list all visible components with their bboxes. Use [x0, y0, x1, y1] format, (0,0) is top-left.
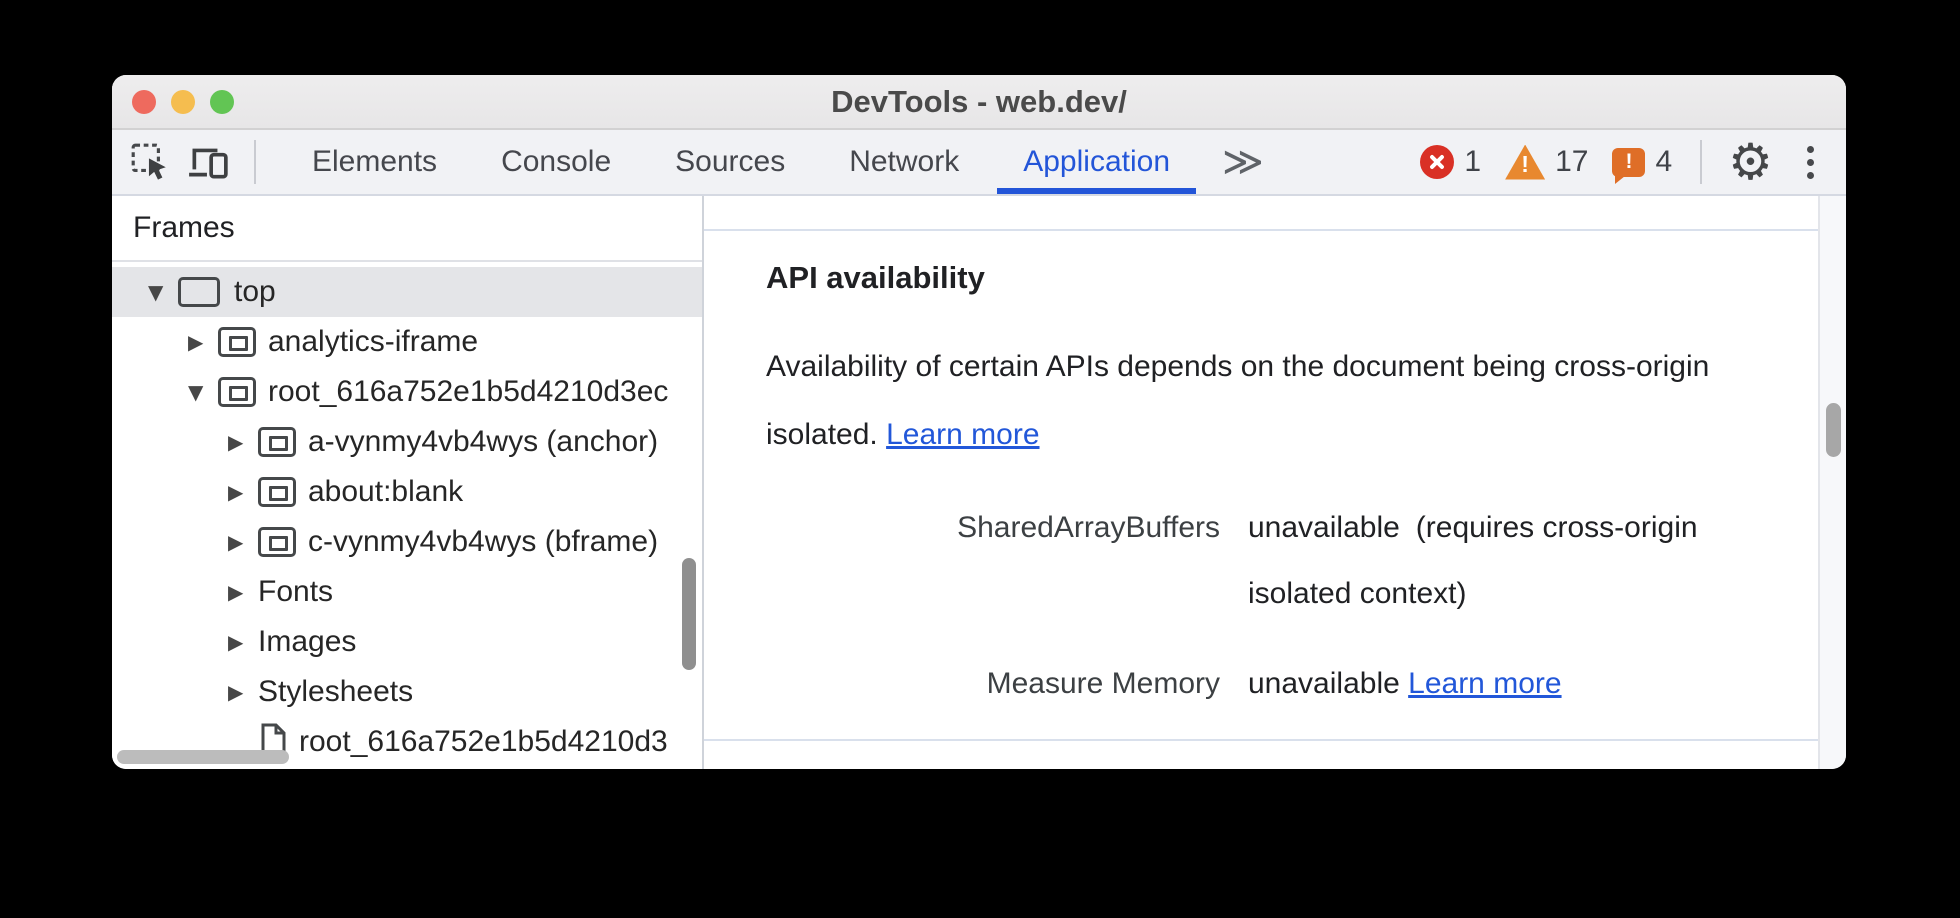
- issue-count: 4: [1655, 145, 1673, 178]
- report-row-value: unavailable Learn more: [1248, 651, 1738, 717]
- report-row-measure-memory: Measure Memory unavailable Learn more: [766, 651, 1788, 717]
- issues-icon: !: [1612, 147, 1646, 184]
- frame-tree-item-images[interactable]: ▶ Images: [112, 617, 702, 667]
- frame-tree-item-about-blank[interactable]: ▶ about:blank: [112, 467, 702, 517]
- warning-badge[interactable]: ! 17: [1505, 144, 1589, 180]
- traffic-lights: [132, 75, 234, 128]
- titlebar: DevTools - web.dev/: [112, 75, 1846, 130]
- frame-tree-item-root-616a752e1b5d4210d3[interactable]: root_616a752e1b5d4210d3: [112, 717, 702, 767]
- tab-sources[interactable]: Sources: [675, 145, 786, 178]
- availability-status: unavailable: [1248, 511, 1400, 544]
- expand-arrow-icon[interactable]: ▶: [188, 330, 204, 354]
- frame-tree-item-analytics-iframe[interactable]: ▶ analytics-iframe: [112, 317, 702, 367]
- frame-tree-item-label: about:blank: [308, 475, 464, 508]
- sidebar-horizontal-scrollbar[interactable]: [117, 750, 289, 764]
- tab-network[interactable]: Network: [849, 145, 960, 178]
- frame-tree: ▼ top ▶ analytics-iframe ▼ root_616a752e1b5d4…: [112, 262, 702, 767]
- frame-tree-item-label: Stylesheets: [258, 675, 414, 708]
- frame-tree-item-top[interactable]: ▼ top: [112, 267, 702, 317]
- section-top-divider: [704, 229, 1818, 231]
- expand-arrow-icon[interactable]: ▶: [228, 480, 244, 504]
- iframe-icon: [218, 377, 256, 407]
- frame-tree-item-label: top: [234, 275, 276, 308]
- issues-badge[interactable]: ! 4: [1612, 145, 1673, 184]
- close-window-button[interactable]: [132, 89, 156, 114]
- tab-application[interactable]: Application: [991, 130, 1202, 194]
- toolbar-separator-2: [1700, 140, 1703, 184]
- frame-tree-item-label: root_616a752e1b5d4210d3: [299, 725, 668, 758]
- learn-more-link[interactable]: Learn more: [1408, 667, 1562, 700]
- minimize-window-button[interactable]: [171, 89, 195, 114]
- report-description: Availability of certain APIs depends on …: [766, 333, 1806, 469]
- inspect-element-icon[interactable]: [128, 130, 172, 194]
- more-tabs-button[interactable]: ≫: [1222, 139, 1264, 185]
- frame-tree-item-stylesheets[interactable]: ▶ Stylesheets: [112, 667, 702, 717]
- expand-arrow-icon[interactable]: ▶: [228, 580, 244, 604]
- availability-note: (requires cross-origin isolated context): [1248, 511, 1698, 610]
- frame-tree-item-c-vynmy4vb4wys-bframe[interactable]: ▶ c-vynmy4vb4wys (bframe): [112, 517, 702, 567]
- status-cluster: 1 ! 17 ! 4 ⚙: [1420, 130, 1846, 194]
- section-bottom-divider: [704, 739, 1818, 741]
- devtools-main: Frames ▼ top ▶ analytics-iframe ▼ root_616a75…: [112, 196, 1846, 769]
- more-options-icon[interactable]: [1801, 140, 1820, 185]
- device-toolbar-icon[interactable]: [186, 130, 230, 194]
- document-icon: [260, 723, 287, 761]
- collapse-arrow-icon[interactable]: ▼: [188, 380, 204, 404]
- sidebar-section-title: Frames: [133, 211, 235, 244]
- zoom-window-button[interactable]: [210, 89, 234, 114]
- frame-tree-item-label: Fonts: [258, 575, 334, 608]
- frame-tree-item-root-616a752e1b5d4210d3ec[interactable]: ▼ root_616a752e1b5d4210d3ec: [112, 367, 702, 417]
- content-scroll-gutter: [1818, 196, 1846, 769]
- frame-tree-item-label: c-vynmy4vb4wys (bframe): [308, 525, 659, 558]
- error-icon: [1420, 145, 1455, 179]
- api-availability-report: API availability Availability of certain…: [704, 229, 1818, 741]
- frames-sidebar: Frames ▼ top ▶ analytics-iframe ▼ root_616a75…: [112, 196, 702, 769]
- frame-tree-item-label: a-vynmy4vb4wys (anchor): [308, 425, 659, 458]
- devtools-window: DevTools - web.dev/ Elements Console Sourc…: [112, 75, 1846, 769]
- report-row-key: Measure Memory: [986, 667, 1220, 700]
- panel-tabs: Elements Console Sources Network Application: [280, 130, 1202, 194]
- error-count: 1: [1464, 145, 1482, 178]
- window-frame-icon: [178, 277, 220, 307]
- iframe-icon: [218, 327, 256, 357]
- frame-tree-item-label: root_616a752e1b5d4210d3ec: [268, 375, 669, 408]
- frame-tree-item-label: Images: [258, 625, 357, 658]
- report-description-text: Availability of certain APIs depends on …: [766, 350, 1710, 451]
- expand-arrow-icon[interactable]: ▶: [228, 430, 244, 454]
- window-title: DevTools - web.dev/: [831, 83, 1127, 119]
- expand-arrow-icon[interactable]: ▶: [228, 680, 244, 704]
- content-panel: API availability Availability of certain…: [704, 196, 1818, 769]
- sidebar-vertical-scrollbar[interactable]: [682, 558, 696, 670]
- error-badge[interactable]: 1: [1420, 145, 1481, 179]
- panel-divider[interactable]: [702, 196, 704, 769]
- report-row-value: unavailable(requires cross-origin isolat…: [1248, 495, 1738, 627]
- collapse-arrow-icon[interactable]: ▼: [148, 280, 164, 304]
- toolbar-separator: [254, 140, 256, 184]
- tab-console[interactable]: Console: [501, 145, 612, 178]
- report-section-title: API availability: [766, 260, 985, 295]
- frame-tree-item-fonts[interactable]: ▶ Fonts: [112, 567, 702, 617]
- frame-tree-item-a-vynmy4vb4wys-anchor[interactable]: ▶ a-vynmy4vb4wys (anchor): [112, 417, 702, 467]
- warning-count: 17: [1555, 145, 1589, 178]
- availability-status: unavailable: [1248, 667, 1400, 700]
- frame-tree-item-label: analytics-iframe: [268, 325, 479, 358]
- iframe-icon: [258, 527, 296, 557]
- report-row-key: SharedArrayBuffers: [957, 511, 1220, 544]
- settings-gear-icon[interactable]: ⚙: [1728, 133, 1773, 191]
- report-row-sharedarraybuffers: SharedArrayBuffers unavailable(requires c…: [766, 495, 1788, 627]
- iframe-icon: [258, 427, 296, 457]
- expand-arrow-icon[interactable]: ▶: [228, 630, 244, 654]
- expand-arrow-icon[interactable]: ▶: [228, 530, 244, 554]
- learn-more-link[interactable]: Learn more: [886, 418, 1040, 451]
- warning-icon: !: [1505, 144, 1546, 180]
- devtools-toolbar: Elements Console Sources Network Application…: [112, 130, 1846, 196]
- sidebar-section-header: Frames: [112, 196, 702, 262]
- tab-elements[interactable]: Elements: [312, 145, 438, 178]
- iframe-icon: [258, 477, 296, 507]
- content-vertical-scrollbar[interactable]: [1826, 403, 1841, 457]
